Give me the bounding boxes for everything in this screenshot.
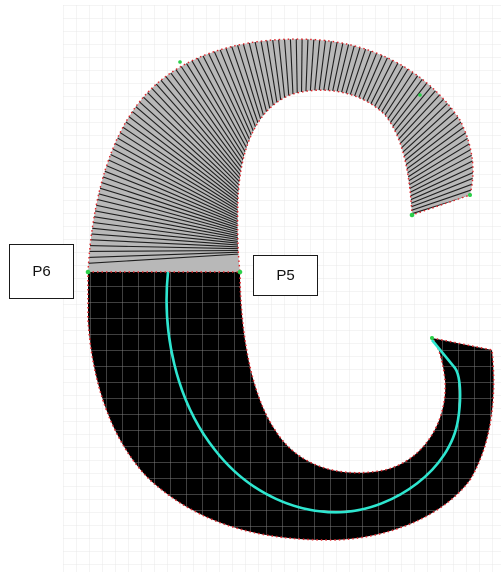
stitch-line — [88, 219, 239, 242]
stitch-line — [88, 163, 241, 226]
stitch-line — [148, 75, 255, 196]
stitch-line — [122, 103, 248, 206]
stitch-line — [88, 169, 240, 227]
stitch-line — [144, 80, 254, 197]
stitch-line — [126, 98, 249, 204]
stitch-line — [88, 249, 240, 253]
stitch-line — [97, 140, 243, 218]
stitch-line — [107, 123, 245, 213]
stitch-line — [91, 151, 241, 222]
stitch-line — [100, 134, 243, 216]
stitch-line — [88, 157, 241, 224]
node-dots — [85, 60, 472, 340]
stitch-line — [88, 244, 240, 250]
stitch-line — [88, 238, 239, 248]
stitch-line — [114, 113, 246, 209]
stitch-line — [88, 200, 239, 237]
stitch-line — [153, 71, 257, 194]
stitch-line — [94, 146, 242, 220]
stitch-line — [88, 225, 239, 244]
stitch-line — [88, 181, 239, 231]
stitch-line — [134, 89, 252, 200]
stitch-line — [103, 129, 244, 214]
stitch-line — [88, 253, 241, 265]
point-label-p6: P6 — [9, 244, 74, 299]
upper-satin-outline — [87, 38, 474, 273]
stitch-line — [88, 193, 239, 235]
stitch-line — [88, 251, 240, 259]
stitch-line — [88, 212, 239, 241]
stitch-line — [88, 206, 239, 239]
stitch-line — [88, 231, 239, 246]
stitch-line — [88, 187, 239, 233]
lower-satin-grid — [88, 272, 494, 540]
center-path — [165, 271, 462, 514]
stitch-line — [88, 175, 240, 229]
stitch-line — [139, 84, 253, 199]
point-label-p5: P5 — [253, 255, 318, 296]
stitch-line — [110, 118, 246, 211]
stitch-line — [130, 93, 250, 202]
stitch-line — [118, 108, 247, 207]
